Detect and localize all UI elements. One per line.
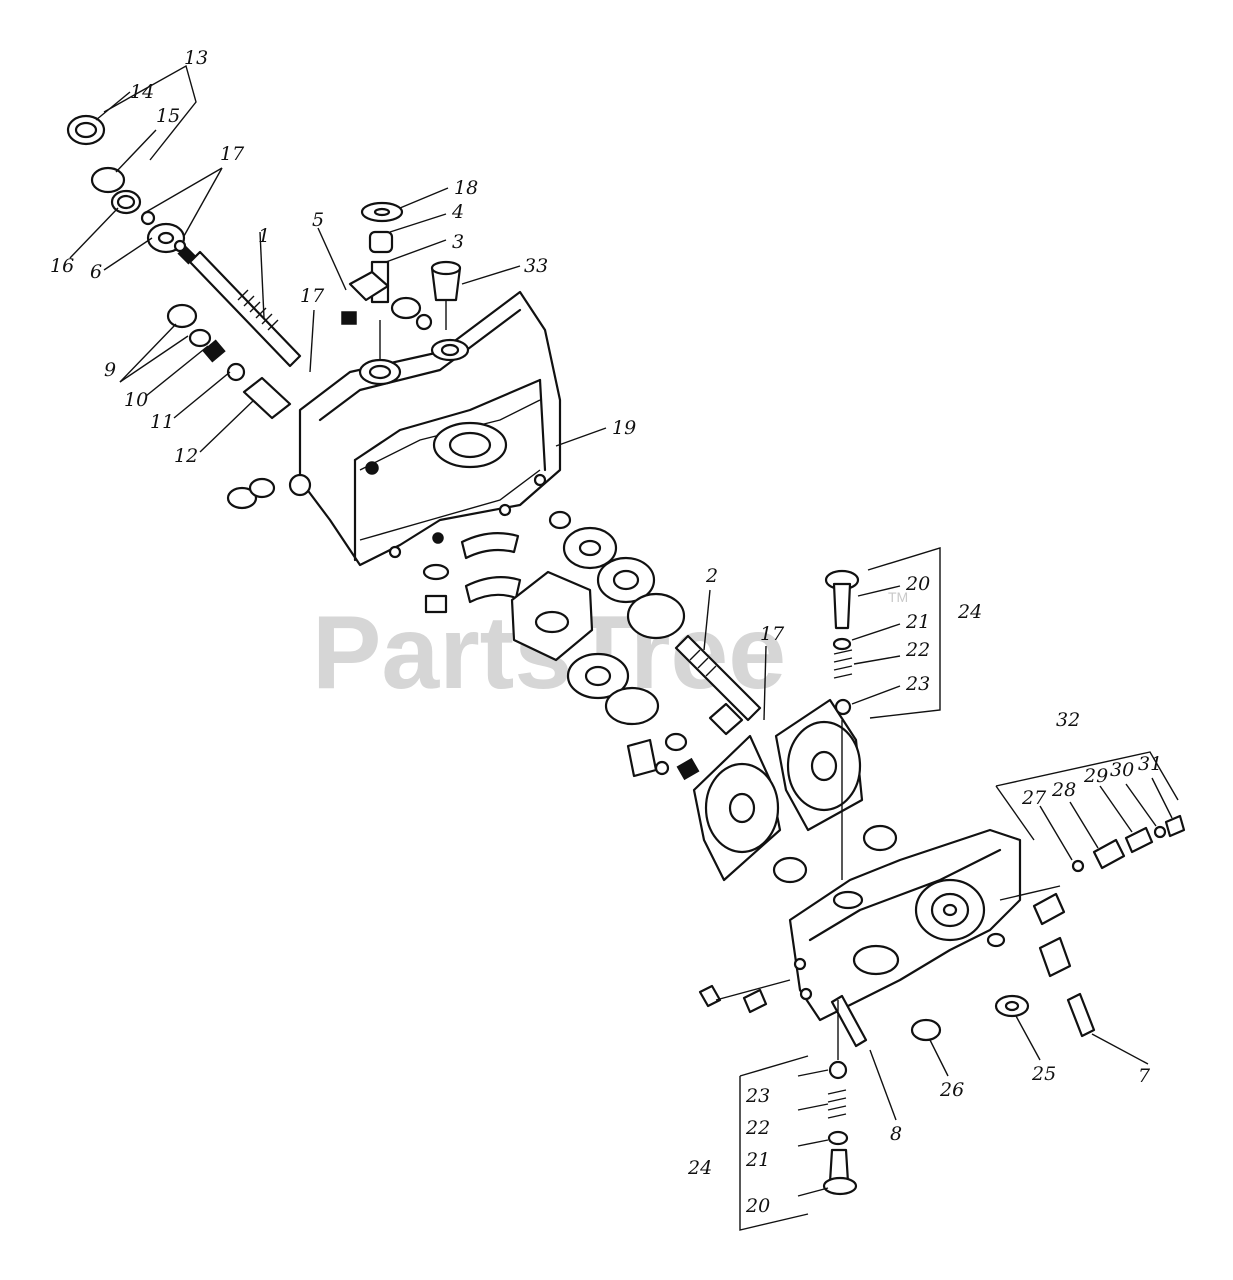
callout-23-lower: 23 — [745, 1085, 770, 1107]
lower-housing-fittings — [698, 885, 1096, 1048]
relief-valve-chain — [1071, 814, 1186, 873]
callout-30: 30 — [1110, 759, 1134, 781]
callout-3: 3 — [452, 231, 464, 253]
callout-6: 6 — [90, 261, 102, 283]
callout-13: 13 — [184, 47, 208, 69]
callout-26: 26 — [939, 1079, 964, 1101]
assembly-axis-lines — [379, 300, 843, 1060]
charge-check-valve-upper — [824, 569, 860, 716]
output-shaft — [674, 634, 762, 736]
callout-14: 14 — [130, 81, 154, 103]
lower-housing — [788, 828, 1022, 1022]
callout-5: 5 — [312, 209, 324, 231]
callout-22-lower: 22 — [745, 1117, 770, 1139]
callout-17-top: 17 — [220, 143, 245, 165]
input-shaft — [177, 245, 302, 368]
callout-9: 9 — [104, 359, 116, 381]
valve-parts-left — [166, 303, 292, 510]
callout-28: 28 — [1051, 779, 1076, 801]
callout-8: 8 — [890, 1123, 902, 1145]
cylinder-blocks — [626, 698, 898, 884]
callout-20-upper: 20 — [905, 573, 930, 595]
callout-31: 31 — [1138, 753, 1162, 775]
callout-11: 11 — [150, 411, 174, 433]
leader-lines — [69, 91, 1173, 1197]
callout-7: 7 — [1138, 1065, 1151, 1087]
charge-check-valve-lower — [822, 1060, 858, 1196]
callout-21-upper: 21 — [905, 611, 930, 633]
callout-2: 2 — [705, 565, 718, 587]
callout-1: 1 — [258, 225, 270, 247]
callout-17-mid: 17 — [300, 285, 325, 307]
callout-27: 27 — [1021, 787, 1047, 809]
center-plate-and-bearings — [510, 526, 686, 726]
callout-23-upper: 23 — [905, 673, 930, 695]
callout-17-lower: 17 — [760, 623, 785, 645]
callout-29: 29 — [1083, 765, 1108, 787]
callout-10: 10 — [124, 389, 148, 411]
callout-32: 32 — [1056, 709, 1080, 731]
seal-and-bearing-stack — [66, 114, 187, 254]
watermark-trademark: TM — [888, 589, 908, 605]
upper-housing — [288, 290, 562, 567]
callout-20-lower: 20 — [745, 1195, 770, 1217]
callout-25: 25 — [1031, 1063, 1056, 1085]
callout-12: 12 — [174, 445, 198, 467]
callout-15: 15 — [156, 105, 180, 127]
callout-24-upper: 24 — [957, 601, 982, 623]
callout-21-lower: 21 — [745, 1149, 770, 1171]
callout-18: 18 — [454, 177, 478, 199]
callout-4: 4 — [451, 201, 464, 223]
callout-24-lower: 24 — [687, 1157, 712, 1179]
callout-22-upper: 22 — [905, 639, 930, 661]
callout-33: 33 — [524, 255, 548, 277]
callout-labels: 13 14 15 17 16 6 1 17 5 9 10 11 12 18 4 … — [50, 47, 1162, 1217]
callout-19: 19 — [612, 417, 636, 439]
callout-brackets — [103, 64, 1179, 1231]
callout-16: 16 — [50, 255, 74, 277]
trunnion-parts — [341, 201, 462, 331]
